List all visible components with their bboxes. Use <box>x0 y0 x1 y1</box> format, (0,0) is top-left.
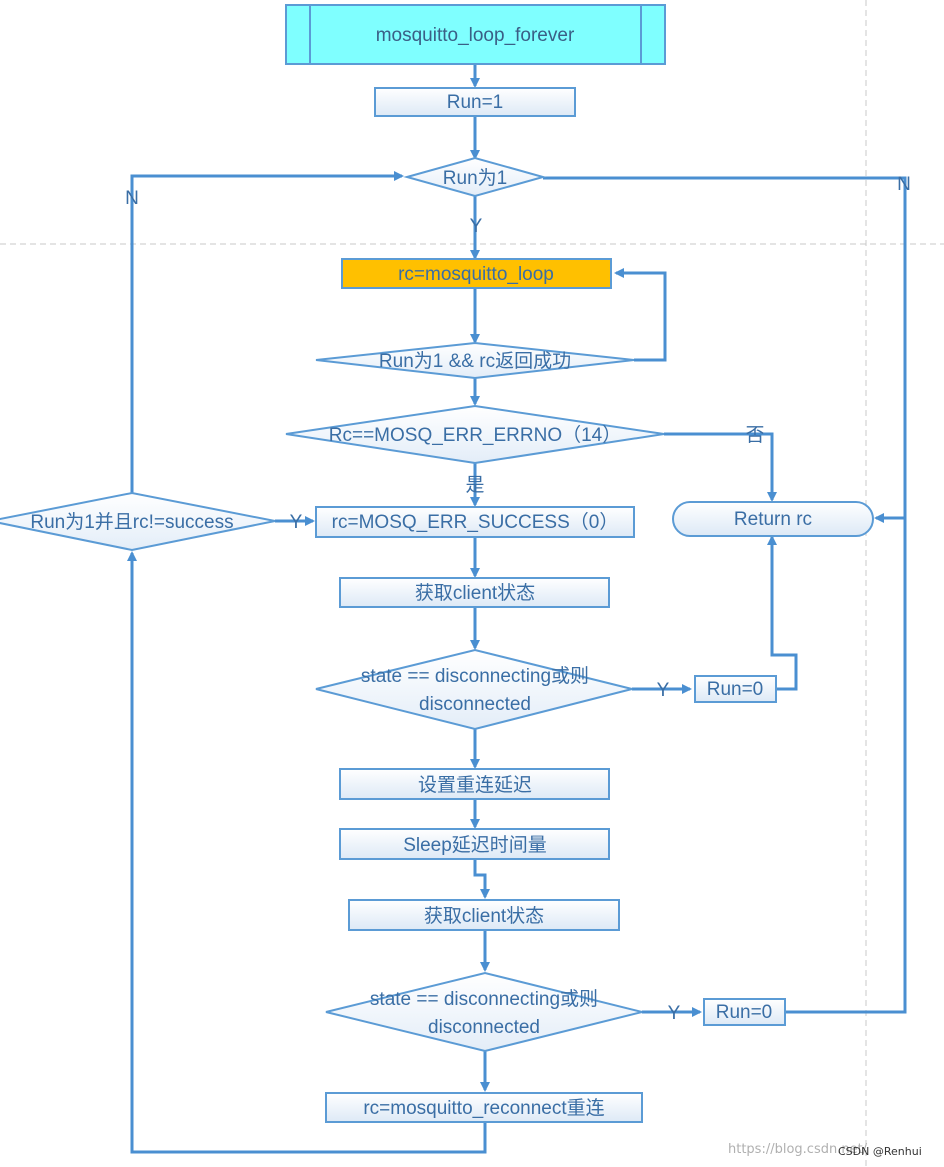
decision-state-1: state == disconnecting或则 disconnected <box>315 648 633 731</box>
edge-label-fou: 否 <box>745 425 764 446</box>
node-reconnect-label: rc=mosquitto_reconnect重连 <box>363 1097 604 1119</box>
edge-label-shi: 是 <box>465 475 484 496</box>
node-return-rc-label: Return rc <box>734 509 812 530</box>
connectors <box>127 64 907 1154</box>
edge-label-n-right: N <box>897 174 911 195</box>
node-run-init: Run=1 <box>374 87 576 117</box>
watermark: https://blog.csdn.net/ CSDN @Renhui <box>728 1142 922 1158</box>
node-rc-success-label: rc=MOSQ_ERR_SUCCESS（0） <box>332 511 619 533</box>
node-run0-a: Run=0 <box>694 675 777 703</box>
edge-label-n-left: N <box>125 188 139 209</box>
decision-left-label: Run为1并且rc!=success <box>30 511 233 533</box>
node-loop-call-label: rc=mosquitto_loop <box>398 264 554 285</box>
node-start-label: mosquitto_loop_forever <box>376 25 575 46</box>
edge-label-y-state1: Y <box>657 680 670 701</box>
decision-state-1-line1: state == disconnecting或则 <box>361 665 589 687</box>
node-run-init-label: Run=1 <box>447 92 504 113</box>
node-rc-success: rc=MOSQ_ERR_SUCCESS（0） <box>315 506 635 538</box>
decision-loop-label: Run为1 && rc返回成功 <box>379 350 571 372</box>
node-reconnect: rc=mosquitto_reconnect重连 <box>325 1092 643 1123</box>
decision-state-2-line1: state == disconnecting或则 <box>370 988 598 1010</box>
decision-state-2-line2: disconnected <box>428 1017 540 1038</box>
node-get-state-2: 获取client状态 <box>348 899 620 931</box>
decision-errno-label: Rc==MOSQ_ERR_ERRNO（14） <box>329 424 621 446</box>
node-run0-b-label: Run=0 <box>716 1002 773 1023</box>
edge-label-y-run: Y <box>470 216 483 237</box>
node-sleep: Sleep延迟时间量 <box>339 828 610 860</box>
node-run0-a-label: Run=0 <box>707 679 764 700</box>
decision-errno: Rc==MOSQ_ERR_ERRNO（14） <box>285 404 665 465</box>
decision-left: Run为1并且rc!=success <box>0 491 276 552</box>
decision-state-2: state == disconnecting或则 disconnected <box>325 971 643 1053</box>
watermark-url: https://blog.csdn.net/ <box>728 1142 868 1157</box>
node-loop-call: rc=mosquitto_loop <box>341 258 612 289</box>
node-get-state-1-label: 获取client状态 <box>415 582 535 604</box>
node-start: mosquitto_loop_forever <box>285 4 666 65</box>
node-run0-b: Run=0 <box>703 998 786 1026</box>
node-get-state-2-label: 获取client状态 <box>424 905 544 927</box>
watermark-credit: CSDN @Renhui <box>838 1145 922 1158</box>
decision-run: Run为1 <box>403 156 547 198</box>
node-set-delay-label: 设置重连延迟 <box>418 774 532 796</box>
node-return-rc: Return rc <box>672 501 874 537</box>
decision-run-label: Run为1 <box>443 167 507 189</box>
node-get-state-1: 获取client状态 <box>339 577 610 608</box>
edge-labels: Y N N 是 否 Y Y Y <box>125 174 911 1024</box>
edge-label-y-state2: Y <box>668 1003 681 1024</box>
decision-state-1-line2: disconnected <box>419 694 531 715</box>
node-set-delay: 设置重连延迟 <box>339 768 610 800</box>
decision-loop: Run为1 && rc返回成功 <box>315 341 635 380</box>
node-sleep-label: Sleep延迟时间量 <box>403 834 547 856</box>
edge-label-y-left: Y <box>290 512 303 533</box>
